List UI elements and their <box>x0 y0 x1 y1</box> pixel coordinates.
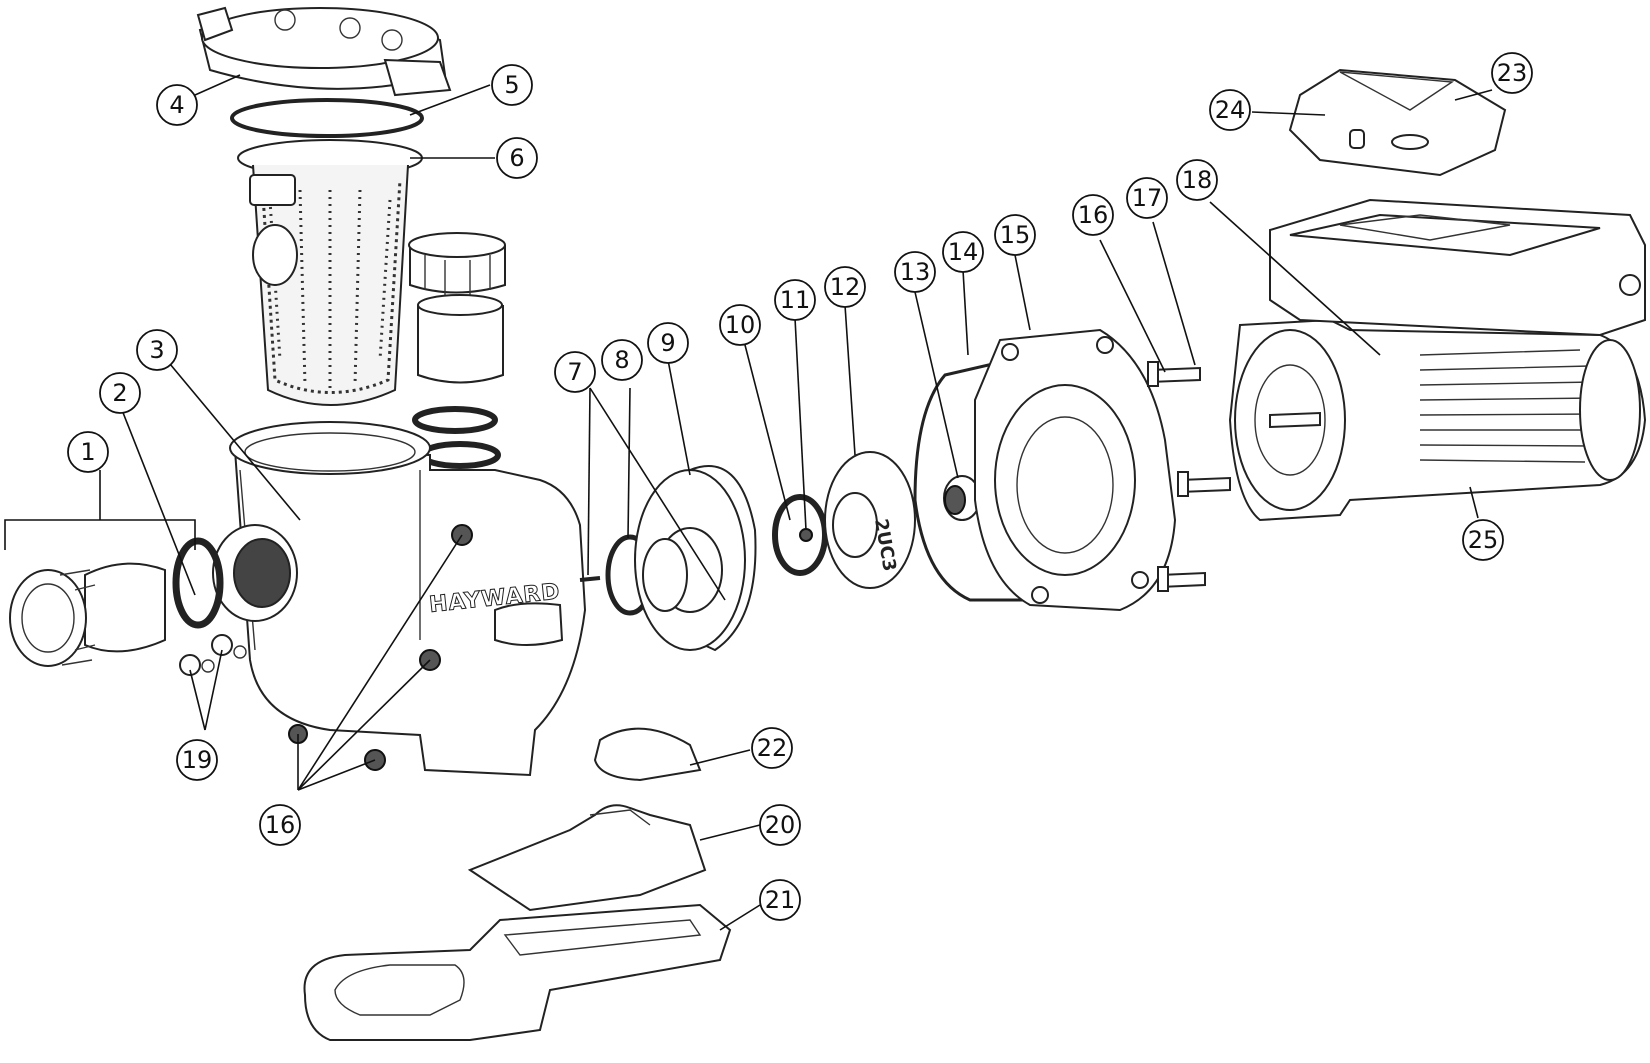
svg-text:1: 1 <box>80 438 95 466</box>
svg-text:2: 2 <box>112 379 127 407</box>
svg-text:17: 17 <box>1132 184 1163 212</box>
callout-21: 21 <box>759 879 801 921</box>
inlet-o-ring <box>172 537 224 629</box>
motor <box>1228 318 1647 522</box>
callout-1: 1 <box>67 431 109 473</box>
svg-text:12: 12 <box>830 273 861 301</box>
callout-4: 4 <box>156 84 198 126</box>
callout-15: 15 <box>994 214 1036 256</box>
svg-text:15: 15 <box>1000 221 1031 249</box>
inlet-union <box>9 562 166 667</box>
mechanical-seal <box>943 475 981 521</box>
callout-6: 6 <box>496 137 538 179</box>
callout-16-bottom: 16 <box>259 804 301 846</box>
svg-text:6: 6 <box>509 144 524 172</box>
callout-24: 24 <box>1209 89 1251 131</box>
svg-text:9: 9 <box>660 329 675 357</box>
svg-text:4: 4 <box>169 91 184 119</box>
callout-18: 18 <box>1176 159 1218 201</box>
svg-text:5: 5 <box>504 71 519 99</box>
callout-11: 11 <box>774 279 816 321</box>
impeller-screw <box>799 528 813 542</box>
svg-text:16: 16 <box>265 811 296 839</box>
svg-text:11: 11 <box>780 286 811 314</box>
svg-text:19: 19 <box>182 746 213 774</box>
callout-9: 9 <box>647 322 689 364</box>
svg-text:25: 25 <box>1468 526 1499 554</box>
foot-bracket-small <box>593 727 702 782</box>
callout-17: 17 <box>1126 177 1168 219</box>
motor-support <box>467 804 707 912</box>
strainer-basket <box>237 139 423 406</box>
callout-19: 19 <box>176 739 218 781</box>
lid-o-ring <box>230 98 424 138</box>
svg-text:20: 20 <box>765 811 796 839</box>
svg-text:14: 14 <box>948 238 979 266</box>
svg-text:23: 23 <box>1497 59 1528 87</box>
svg-text:3: 3 <box>149 336 164 364</box>
impeller-ring <box>772 494 828 576</box>
svg-text:16: 16 <box>1078 201 1109 229</box>
svg-text:10: 10 <box>725 311 756 339</box>
discharge-union <box>408 232 506 384</box>
callout-8: 8 <box>601 339 643 381</box>
svg-text:7: 7 <box>567 358 582 386</box>
svg-text:8: 8 <box>614 346 629 374</box>
callout-13: 13 <box>894 251 936 293</box>
impeller: 2UC3 <box>824 451 916 589</box>
drain-plugs <box>179 634 247 676</box>
diffuser <box>634 465 757 652</box>
leader-lines <box>4 74 1493 931</box>
discharge-o-ring <box>412 406 498 434</box>
pin-left <box>579 576 601 582</box>
callout-23: 23 <box>1491 52 1533 94</box>
callout-25: 25 <box>1462 519 1504 561</box>
strainer-lid <box>196 6 452 97</box>
callout-22: 22 <box>751 727 793 769</box>
seal-plate <box>974 328 1177 612</box>
svg-text:22: 22 <box>757 734 788 762</box>
callout-7: 7 <box>554 351 596 393</box>
callout-3: 3 <box>136 329 178 371</box>
drive-cover <box>1288 68 1507 177</box>
svg-text:13: 13 <box>900 258 931 286</box>
callout-5: 5 <box>491 64 533 106</box>
callout-12: 12 <box>824 266 866 308</box>
pump-housing: HAYWARD <box>212 421 587 777</box>
callout-10: 10 <box>719 304 761 346</box>
pump-base <box>303 903 732 1041</box>
svg-text:24: 24 <box>1215 96 1246 124</box>
drive-box <box>1269 198 1646 337</box>
svg-text:18: 18 <box>1182 166 1213 194</box>
svg-text:21: 21 <box>765 886 796 914</box>
discharge-o-ring-2 <box>419 441 501 469</box>
callout-20: 20 <box>759 804 801 846</box>
callout-16-top: 16 <box>1072 194 1114 236</box>
callout-14: 14 <box>942 231 984 273</box>
callout-2: 2 <box>99 372 141 414</box>
